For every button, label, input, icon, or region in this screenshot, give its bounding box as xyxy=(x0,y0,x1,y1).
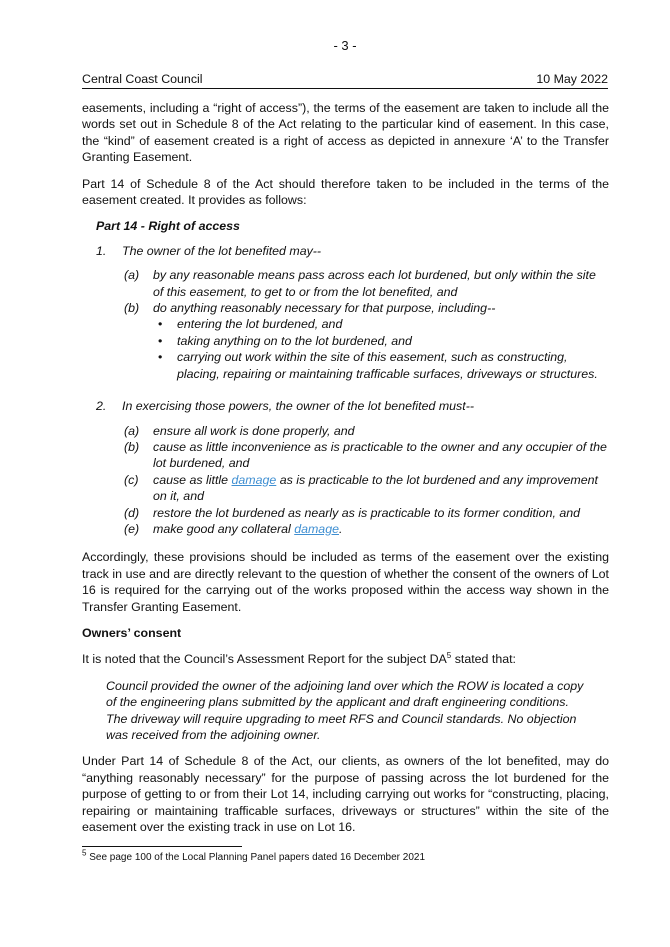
document-body: easements, including a “right of access”… xyxy=(82,100,609,835)
page-number: - 3 - xyxy=(333,38,357,53)
footnote-reference: 5 xyxy=(446,651,452,661)
header-date: 10 May 2022 xyxy=(536,72,608,86)
list-item: (d) restore the lot burdened as nearly a… xyxy=(124,505,581,520)
paragraph-part14-clients: Under Part 14 of Schedule 8 of the Act, … xyxy=(82,754,609,835)
paragraph-accordingly: Accordingly, these provisions should be … xyxy=(82,550,609,614)
paragraph-easements: easements, including a “right of access”… xyxy=(82,101,609,165)
damage-link[interactable]: damage xyxy=(231,472,277,487)
footnote-text: See page 100 of the Local Planning Panel… xyxy=(86,852,426,863)
bullet-item: • entering the lot burdened, and xyxy=(158,317,343,332)
page-header: Central Coast Council 10 May 2022 xyxy=(82,71,608,90)
list-item: (a) by any reasonable means pass across … xyxy=(124,268,596,299)
paragraph-part14-intro: Part 14 of Schedule 8 of the Act should … xyxy=(82,176,609,208)
bullet-item: • carrying out work within the site of t… xyxy=(158,350,598,381)
item1-sublist: (a) by any reasonable means pass across … xyxy=(124,267,609,316)
list-item: (e) make good any collateral damage. xyxy=(124,521,343,536)
collateral-damage-link[interactable]: damage xyxy=(294,521,339,536)
item1b-bullets: • entering the lot burdened, and • takin… xyxy=(153,316,609,382)
part14-heading: Part 14 - Right of access xyxy=(96,219,240,234)
numbered-item-1: 1. The owner of the lot benefited may-- xyxy=(96,243,322,258)
footnote-mark: 5 xyxy=(82,848,87,858)
header-council-name: Central Coast Council xyxy=(82,72,203,86)
list-item: (b) cause as little inconvenience as is … xyxy=(124,439,607,471)
footnote-divider xyxy=(82,846,242,847)
footnote: 5 See page 100 of the Local Planning Pan… xyxy=(82,848,609,864)
numbered-item-2: 2. In exercising those powers, the owner… xyxy=(96,399,474,414)
list-item: (a) ensure all work is done properly, an… xyxy=(124,423,355,438)
quoted-council-statement: Council provided the owner of the adjoin… xyxy=(106,678,584,742)
item2-sublist: (a) ensure all work is done properly, an… xyxy=(124,423,609,538)
owners-consent-heading: Owners’ consent xyxy=(82,625,182,640)
bullet-item: • taking anything on to the lot burdened… xyxy=(158,333,412,348)
paragraph-assessment-report: It is noted that the Council’s Assessmen… xyxy=(82,651,516,667)
list-item: (c) cause as little damage as is practic… xyxy=(124,472,598,504)
list-item: (b) do anything reasonably necessary for… xyxy=(124,301,496,316)
